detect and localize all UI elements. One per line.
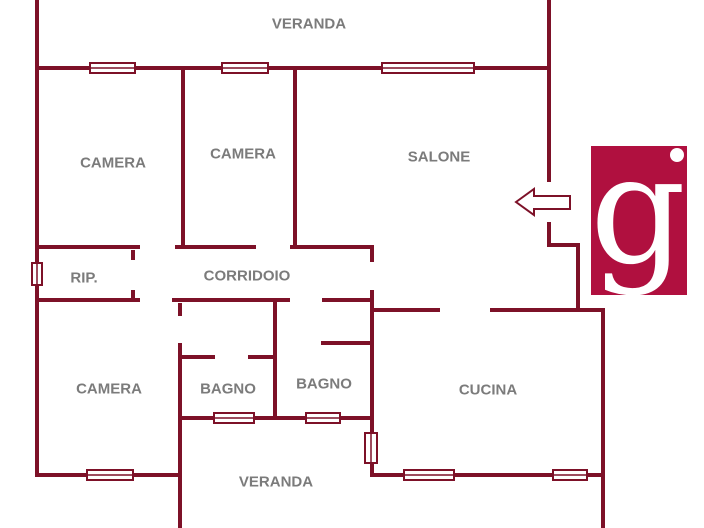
room-label-camera-3: CAMERA [76, 380, 142, 398]
logo: g [590, 124, 687, 298]
windows [31, 62, 588, 481]
room-label-cucina: CUCINA [458, 381, 518, 399]
room-label-camera-1: CAMERA [80, 154, 146, 172]
room-label-corridoio: CORRIDOIO [203, 267, 291, 285]
room-label-salone: SALONE [407, 148, 471, 166]
room-label-bagno-1: BAGNO [200, 380, 256, 398]
room-label-veranda-bottom: VERANDA [238, 473, 314, 491]
entrance-arrow-icon [514, 187, 571, 217]
room-label-bagno-2: BAGNO [296, 375, 352, 393]
room-label-camera-2: CAMERA [210, 145, 276, 163]
room-label-veranda-top: VERANDA [271, 15, 347, 33]
room-label-rip: RIP. [70, 269, 98, 287]
svg-text:g: g [590, 124, 686, 298]
